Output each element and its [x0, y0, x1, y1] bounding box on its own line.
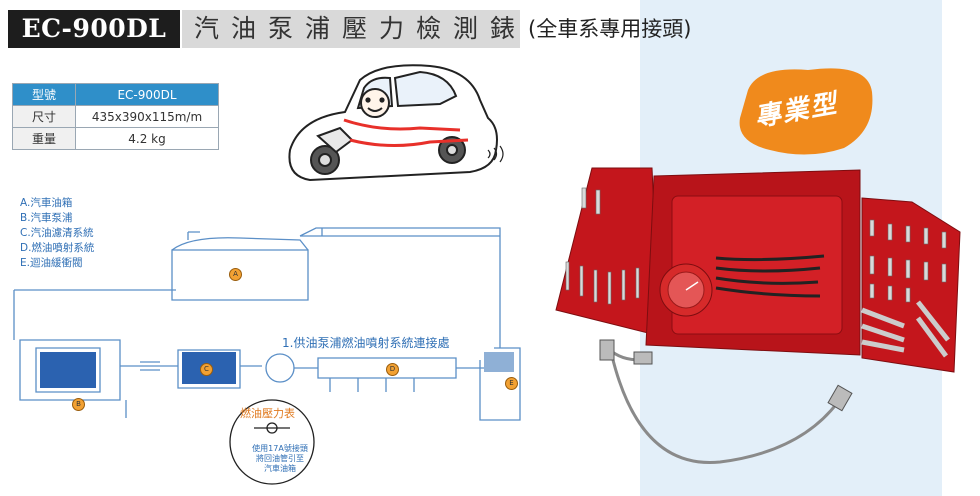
spec-key: 重量: [12, 127, 76, 150]
engine-component-fills: [40, 352, 514, 388]
spec-key: 尺寸: [12, 105, 76, 128]
spec-value: 4.2 kg: [75, 127, 219, 150]
badge-shape: [739, 68, 873, 155]
model-code-title: EC-900DL: [8, 10, 180, 48]
spec-row-model: 型號 EC-900DL: [12, 83, 219, 106]
legend-item: A.汽車油箱: [20, 197, 73, 209]
gauge-label: 燃油壓力表: [240, 407, 295, 420]
fuel-system-diagram: [13, 227, 521, 485]
gauge-note-line: 汽車油箱: [264, 464, 296, 473]
diagram-legend: A.汽車油箱 B.汽車泵浦 C.汽油濾清系統 D.燃油噴射系統 E.迴油緩衝閥: [20, 196, 94, 271]
marker-c: C: [200, 363, 213, 376]
gauge-note-line: 將回油管引至: [256, 454, 304, 463]
spec-row-weight: 重量 4.2 kg: [12, 127, 219, 150]
braided-hose: [599, 339, 853, 465]
product-name-title: 汽油泵浦壓力檢測錶: [182, 10, 520, 48]
product-subtitle: (全車系專用接頭): [528, 17, 692, 41]
spec-value: EC-900DL: [75, 83, 219, 106]
gauge-note: 使用17A號接頭 將回油管引至 汽車油箱: [238, 444, 322, 474]
spec-value: 435x390x115m/m: [75, 105, 219, 128]
spec-table: 型號 EC-900DL 尺寸 435x390x115m/m 重量 4.2 kg: [12, 83, 219, 150]
cartoon-car-illustration: [288, 64, 504, 182]
legend-item: C.汽油濾清系統: [20, 227, 94, 239]
spec-key: 型號: [12, 83, 76, 106]
legend-item: D.燃油噴射系統: [20, 242, 95, 254]
red-tool-case: [555, 167, 961, 373]
marker-d: D: [386, 363, 399, 376]
legend-item: B.汽車泵浦: [20, 212, 73, 224]
gauge-note-line: 使用17A號接頭: [252, 444, 308, 453]
spec-row-size: 尺寸 435x390x115m/m: [12, 105, 219, 128]
connection-label: 1.供油泵浦燃油噴射系統連接處: [282, 336, 450, 350]
marker-b: B: [72, 398, 85, 411]
marker-e: E: [505, 377, 518, 390]
marker-a: A: [229, 268, 242, 281]
legend-item: E.迴油緩衝閥: [20, 257, 83, 269]
